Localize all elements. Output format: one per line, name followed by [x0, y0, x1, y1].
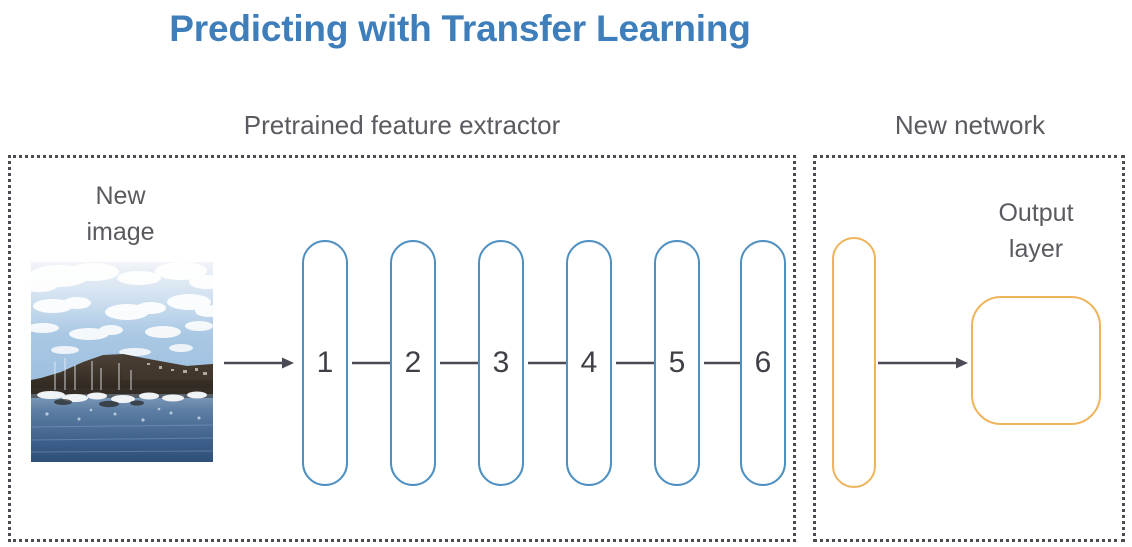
output-layer-label-line2: layer [1008, 235, 1064, 263]
layer-pill-5[interactable]: 5 [654, 240, 700, 486]
layer-pill-label: 3 [492, 346, 510, 379]
photo-thumbnail-icon [31, 262, 213, 462]
layer-pill-label: 6 [754, 346, 772, 379]
layer-pill-label: 5 [668, 346, 686, 379]
arrow-right-icon [878, 355, 970, 371]
layer-pill-label: 1 [316, 346, 334, 379]
arrow-right-icon [224, 355, 296, 371]
panel-new-network [813, 155, 1125, 542]
layer-pill-6[interactable]: 6 [740, 240, 786, 486]
output-layer-label: Output layer [955, 195, 1117, 267]
section-caption-pretrained: Pretrained feature extractor [243, 110, 561, 140]
layer-pill-4[interactable]: 4 [566, 240, 612, 486]
layer-pill-label: 4 [580, 346, 598, 379]
panel-pretrained-feature-extractor [8, 155, 796, 542]
page-title: Predicting with Transfer Learning [169, 8, 751, 49]
new-image-label-line1: New [95, 182, 146, 210]
new-image-label-line2: image [86, 218, 155, 246]
output-layer-label-line1: Output [998, 199, 1074, 227]
layer-pill-3[interactable]: 3 [478, 240, 524, 486]
new-image-label: New image [28, 178, 213, 250]
section-caption-new-network: New network [894, 110, 1046, 140]
layer-pill-1[interactable]: 1 [302, 240, 348, 486]
output-layer-node[interactable] [971, 296, 1101, 425]
layer-pill-2[interactable]: 2 [390, 240, 436, 486]
layer-pill-label: 2 [404, 346, 422, 379]
new-network-layer-pill[interactable] [832, 237, 876, 488]
